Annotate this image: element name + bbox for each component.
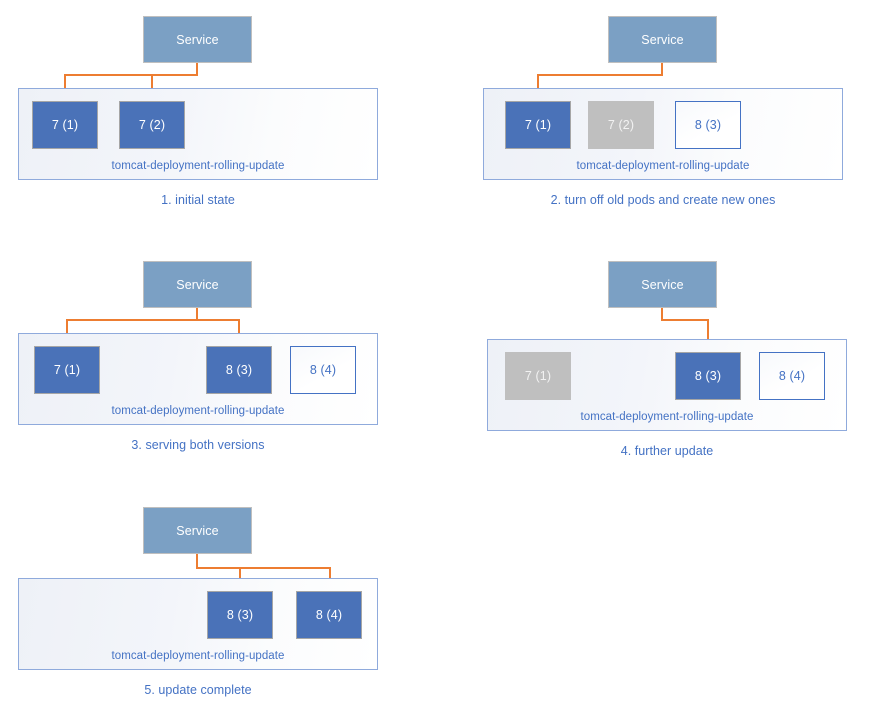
pod-label: 8 (3) <box>226 608 254 622</box>
panel-caption: 4. further update <box>467 444 867 458</box>
pod-label: 8 (3) <box>694 369 722 383</box>
service-box[interactable]: Service <box>143 507 252 554</box>
pod-label: 8 (4) <box>778 369 806 383</box>
deployment-label: tomcat-deployment-rolling-update <box>111 650 285 662</box>
service-label: Service <box>641 277 684 292</box>
pod-8-3[interactable]: 8 (3) <box>675 352 741 400</box>
service-label: Service <box>176 32 219 47</box>
pod-label: 8 (4) <box>315 608 343 622</box>
pod-8-4[interactable]: 8 (4) <box>759 352 825 400</box>
panel-4: Service tomcat-deployment-rolling-update… <box>435 245 870 475</box>
panel-2: Service tomcat-deployment-rolling-update… <box>435 0 870 230</box>
pod-label: 7 (1) <box>51 118 79 132</box>
caption-text: 1. initial state <box>161 193 235 207</box>
service-box[interactable]: Service <box>608 16 717 63</box>
deployment-label: tomcat-deployment-rolling-update <box>576 160 750 172</box>
service-box[interactable]: Service <box>143 261 252 308</box>
pod-label: 7 (2) <box>607 118 635 132</box>
caption-text: 4. further update <box>620 444 714 458</box>
deployment-label: tomcat-deployment-rolling-update <box>580 411 754 423</box>
panel-caption: 1. initial state <box>0 193 396 207</box>
pod-label: 8 (3) <box>694 118 722 132</box>
service-box[interactable]: Service <box>608 261 717 308</box>
pod-8-3[interactable]: 8 (3) <box>206 346 272 394</box>
pod-label: 7 (1) <box>53 363 81 377</box>
deployment-label: tomcat-deployment-rolling-update <box>111 160 285 172</box>
pod-7-2[interactable]: 7 (2) <box>588 101 654 149</box>
panel-5: Service tomcat-deployment-rolling-update… <box>0 490 435 718</box>
panel-caption: 2. turn off old pods and create new ones <box>463 193 863 207</box>
service-box[interactable]: Service <box>143 16 252 63</box>
pod-8-3[interactable]: 8 (3) <box>207 591 273 639</box>
pod-7-1[interactable]: 7 (1) <box>505 352 571 400</box>
pod-7-1[interactable]: 7 (1) <box>34 346 100 394</box>
service-label: Service <box>641 32 684 47</box>
pod-label: 7 (1) <box>524 118 552 132</box>
pod-8-4[interactable]: 8 (4) <box>296 591 362 639</box>
panel-1: Service tomcat-deployment-rolling-update… <box>0 0 435 230</box>
pod-7-1[interactable]: 7 (1) <box>32 101 98 149</box>
caption-text: 2. turn off old pods and create new ones <box>550 193 776 207</box>
service-label: Service <box>176 523 219 538</box>
service-label: Service <box>176 277 219 292</box>
panel-3: Service tomcat-deployment-rolling-update… <box>0 245 435 475</box>
caption-text: 5. update complete <box>144 683 252 697</box>
deployment-label: tomcat-deployment-rolling-update <box>111 405 285 417</box>
pod-8-4[interactable]: 8 (4) <box>290 346 356 394</box>
pod-label: 8 (4) <box>309 363 337 377</box>
pod-7-1[interactable]: 7 (1) <box>505 101 571 149</box>
pod-label: 7 (1) <box>524 369 552 383</box>
panel-caption: 5. update complete <box>0 683 396 697</box>
pod-label: 7 (2) <box>138 118 166 132</box>
pod-label: 8 (3) <box>225 363 253 377</box>
pod-7-2[interactable]: 7 (2) <box>119 101 185 149</box>
panel-caption: 3. serving both versions <box>0 438 396 452</box>
caption-text: 3. serving both versions <box>131 438 265 452</box>
pod-8-3[interactable]: 8 (3) <box>675 101 741 149</box>
